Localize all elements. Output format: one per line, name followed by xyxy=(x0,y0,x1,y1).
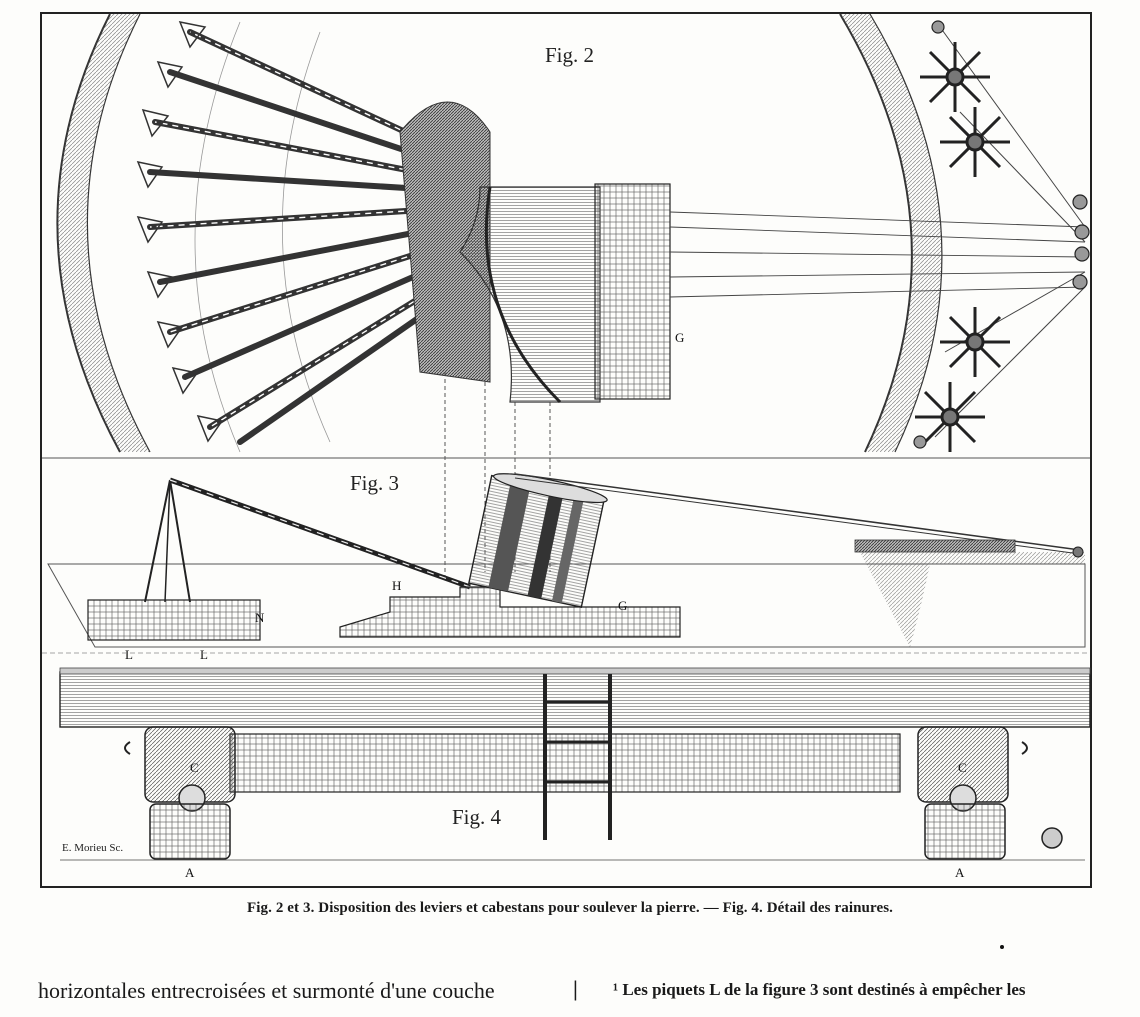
fig3-stepped-scaffold xyxy=(339,586,681,638)
fig4-ball xyxy=(1041,827,1063,849)
fig3-elevation-view: L L N H G Fig. 3 xyxy=(47,471,1086,662)
engraving-plate: G xyxy=(40,12,1092,888)
fig2-capstan-4 xyxy=(915,382,985,452)
fig2-letter-g: G xyxy=(675,330,684,345)
fig4-left-roller xyxy=(124,726,236,860)
figure-caption: Fig. 2 et 3. Disposition des leviers et … xyxy=(246,900,893,916)
fig4-detail-view: C A C A Fig. 4 E. Morieu Sc. xyxy=(59,667,1091,880)
fig3-letter-l-left: L xyxy=(125,647,133,662)
fig4-letter-a-left: A xyxy=(185,865,195,880)
fig4-label: Fig. 4 xyxy=(452,805,502,829)
footnote-text: ¹ Les piquets L de la figure 3 sont dest… xyxy=(613,980,1026,999)
fig2-capstan-1 xyxy=(920,42,990,112)
fig4-right-roller xyxy=(917,726,1028,860)
fig2-grid-structure xyxy=(594,183,671,400)
fig3-letter-l-right: L xyxy=(200,647,208,662)
fig3-letter-n: N xyxy=(255,610,265,625)
fig4-letter-c-right: C xyxy=(958,760,967,775)
fig3-stone-block xyxy=(468,473,608,608)
fig4-top-beam xyxy=(59,671,1091,728)
fig3-letter-g: G xyxy=(618,598,627,613)
fig4-letter-a-right: A xyxy=(955,865,965,880)
fig4-grooved-section xyxy=(229,733,901,793)
fig4-letter-c-left: C xyxy=(190,760,199,775)
column-separator: | xyxy=(573,976,578,1001)
fig2-stone xyxy=(459,186,601,403)
fig3-letter-h: H xyxy=(392,578,401,593)
fig2-capstan-2 xyxy=(940,107,1010,177)
plate-border xyxy=(40,12,1092,888)
fig3-label: Fig. 3 xyxy=(350,471,399,495)
fig2-label: Fig. 2 xyxy=(545,43,594,67)
left-column-text: horizontales entrecroisées et surmonté d… xyxy=(38,978,495,1003)
engraver-signature: E. Morieu Sc. xyxy=(62,842,123,854)
ink-dot xyxy=(1000,945,1004,949)
fig2-plan-view: G xyxy=(56,13,1090,582)
fig2-capstan-3 xyxy=(940,307,1010,377)
fig3-left-scaffold xyxy=(87,599,261,641)
